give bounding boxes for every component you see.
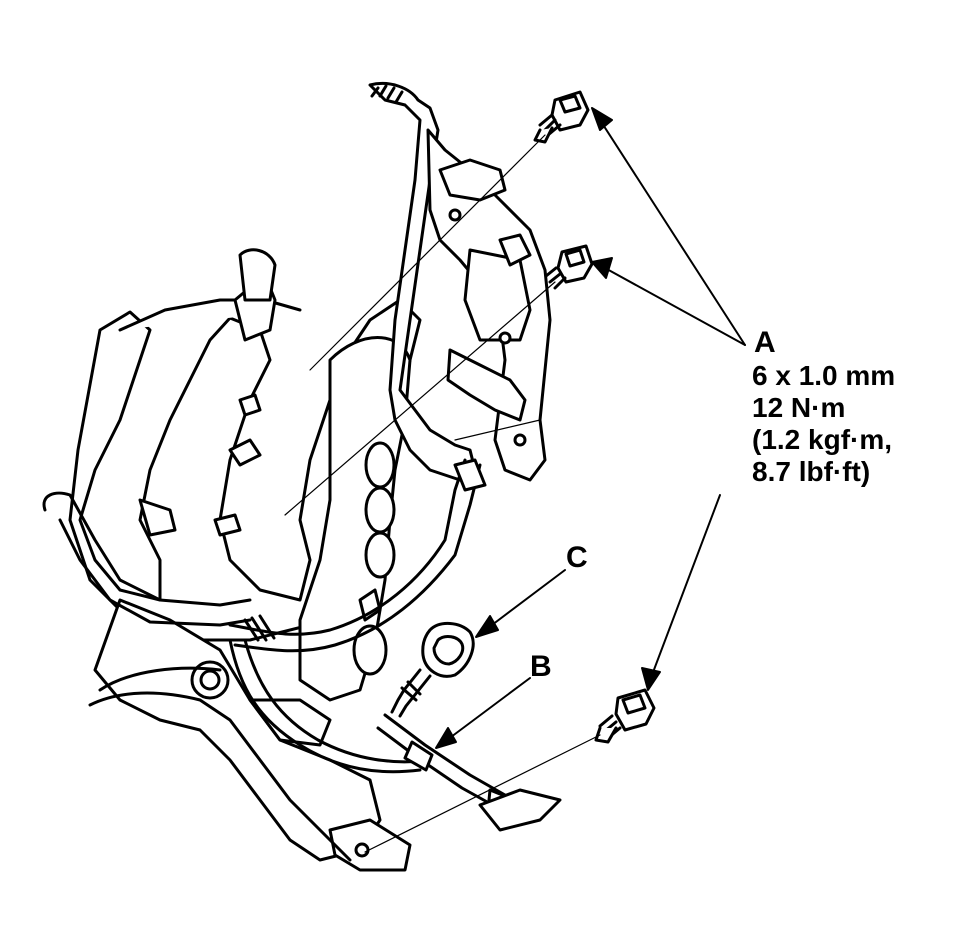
mounting-bolt-bottom	[594, 688, 656, 744]
dipstick	[390, 622, 475, 718]
mounting-bolt-top	[533, 90, 590, 144]
callout-label-a: A	[754, 326, 776, 359]
bolt-leader-lines	[284, 134, 601, 853]
intake-manifold	[298, 336, 412, 702]
spec-torque-lbfft: 8.7 lbf·ft)	[752, 456, 871, 487]
spec-torque-nm: 12 N·m	[752, 392, 846, 423]
wire-harness-bracket	[368, 82, 552, 482]
hoses	[42, 458, 487, 862]
callout-label-b: B	[530, 650, 552, 683]
spec-torque-kgfm: (1.2 kgf·m,	[752, 424, 893, 455]
spec-bolt-size: 6 x 1.0 mm	[752, 360, 896, 391]
mounting-bolt-middle	[544, 244, 594, 290]
bolt-spec: 6 x 1.0 mm 12 N·m (1.2 kgf·m, 8.7 lbf·ft…	[752, 360, 895, 488]
callout-label-c: C	[566, 541, 588, 574]
dipstick-tube	[376, 713, 562, 832]
callout-arrows	[435, 107, 746, 749]
